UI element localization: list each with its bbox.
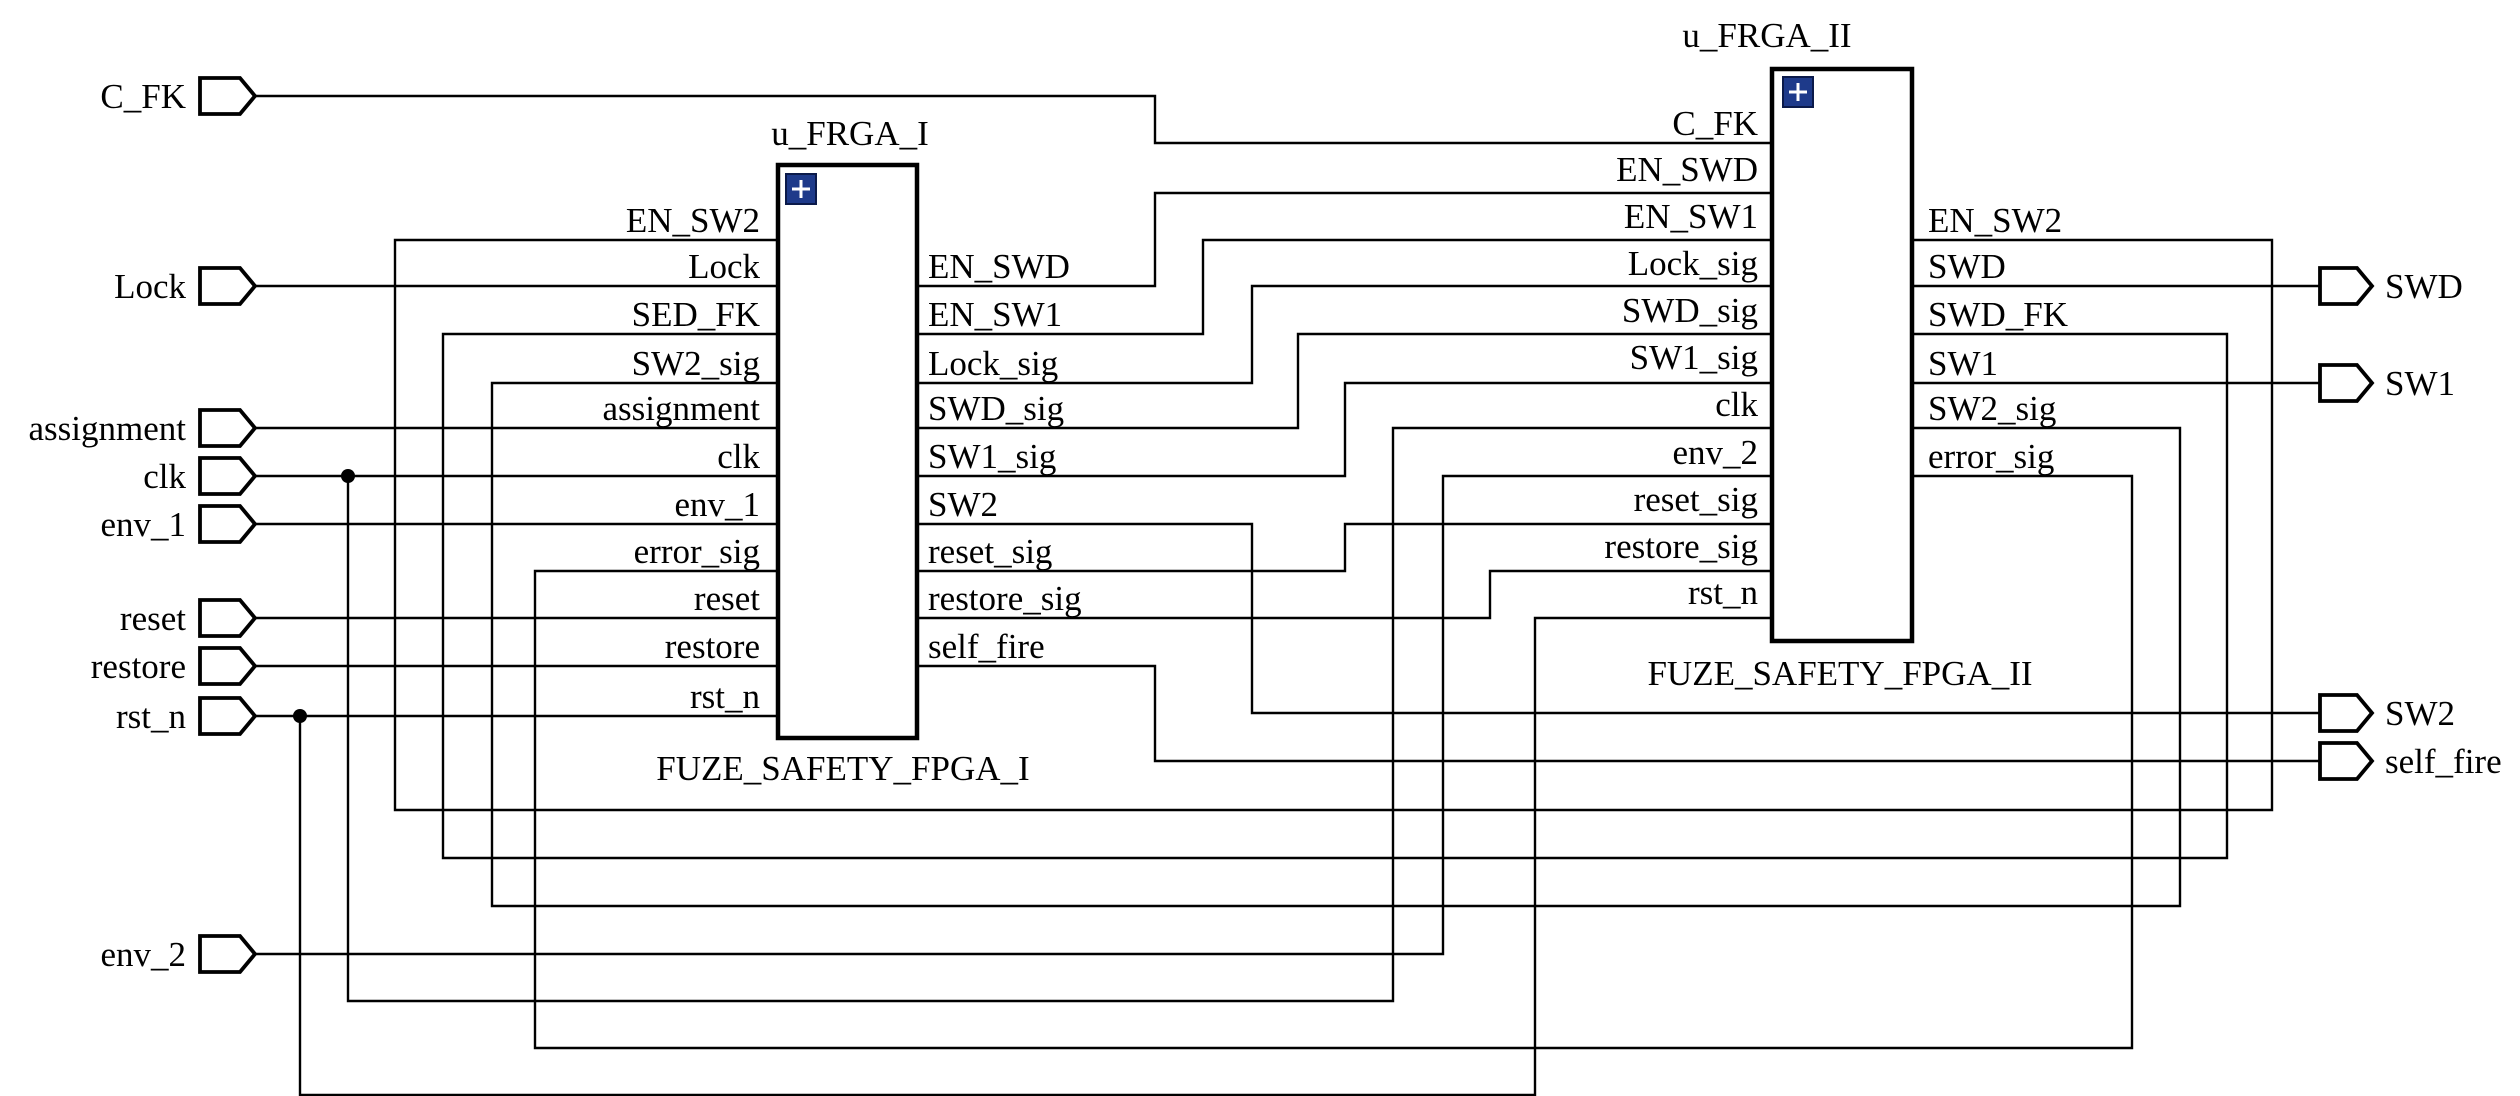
input-label-clk: clk bbox=[143, 457, 186, 496]
block1-pin-restore-sig: restore_sig bbox=[928, 579, 1082, 618]
input-port-assignment[interactable]: assignment bbox=[29, 408, 258, 448]
block1-pin-clk: clk bbox=[717, 437, 760, 476]
output-label-sw1: SW1 bbox=[2385, 364, 2455, 403]
block1-pin-assignment: assignment bbox=[603, 389, 761, 428]
input-port-restore[interactable]: restore bbox=[91, 646, 258, 686]
output-ports: SWD SW1 SW2 self_fire bbox=[2318, 266, 2502, 781]
block2-pin-sw2-sig: SW2_sig bbox=[1928, 389, 2056, 428]
input-port-reset[interactable]: reset bbox=[120, 598, 258, 638]
input-port-clk[interactable]: clk bbox=[143, 456, 258, 496]
wire-rst-n-branch bbox=[298, 616, 1797, 1096]
block1-body bbox=[775, 162, 920, 741]
block2-instance-name: u_FRGA_II bbox=[1682, 16, 1851, 55]
block1-expand-icon[interactable] bbox=[785, 173, 817, 205]
block2-pin-sw1: SW1 bbox=[1928, 344, 1998, 383]
wire-reset-sig bbox=[896, 522, 1797, 573]
block2-body bbox=[1769, 66, 1915, 644]
block2-pin-swd-fk: SWD_FK bbox=[1928, 295, 2068, 334]
output-label-self-fire: self_fire bbox=[2385, 742, 2502, 781]
block1-pin-lock: Lock bbox=[688, 247, 760, 286]
block2-pin-env-2: env_2 bbox=[1672, 433, 1758, 472]
wire-sw2-out bbox=[896, 522, 2320, 715]
input-label-c-fk: C_FK bbox=[100, 77, 186, 116]
wire-sw2-sig-feedback bbox=[490, 381, 2182, 908]
block1-pin-reset: reset bbox=[694, 579, 760, 618]
wire-c-fk bbox=[255, 94, 1797, 145]
block1-pin-rst-n: rst_n bbox=[690, 677, 760, 716]
block1-pin-sed-fk: SED_FK bbox=[632, 295, 760, 334]
block1-pin-en-swd: EN_SWD bbox=[928, 247, 1070, 286]
wire-clk-branch bbox=[346, 426, 1797, 1003]
junction-clk bbox=[341, 469, 355, 483]
block1-pin-lock-sig: Lock_sig bbox=[928, 344, 1058, 383]
block2-pin-en-sw1: EN_SW1 bbox=[1624, 197, 1758, 236]
input-label-rst-n: rst_n bbox=[116, 697, 186, 736]
block1-pin-restore: restore bbox=[665, 627, 760, 666]
input-port-env-2[interactable]: env_2 bbox=[100, 934, 258, 974]
block1-instance-name: u_FRGA_I bbox=[771, 114, 929, 153]
input-label-reset: reset bbox=[120, 599, 186, 638]
block1-pin-error-sig: error_sig bbox=[634, 532, 760, 571]
block1-pin-en-sw1: EN_SW1 bbox=[928, 295, 1062, 334]
wire-self-fire-out bbox=[896, 664, 2320, 763]
block2-pin-en-swd: EN_SWD bbox=[1616, 150, 1758, 189]
block2-pin-error-sig: error_sig bbox=[1928, 437, 2054, 476]
block2-pin-restore-sig: restore_sig bbox=[1604, 527, 1758, 566]
output-port-sw2[interactable]: SW2 bbox=[2318, 693, 2455, 733]
block2-pin-sw1-sig: SW1_sig bbox=[1630, 338, 1758, 377]
block1-pin-swd-sig: SWD_sig bbox=[928, 389, 1064, 428]
wire-en-sw1 bbox=[896, 238, 1797, 336]
output-port-sw1[interactable]: SW1 bbox=[2318, 363, 2455, 403]
wires bbox=[255, 94, 2320, 1096]
output-label-swd: SWD bbox=[2385, 267, 2463, 306]
block1-pin-sw2: SW2 bbox=[928, 485, 998, 524]
block2-pin-c-fk: C_FK bbox=[1672, 104, 1758, 143]
block2-pin-clk: clk bbox=[1715, 385, 1758, 424]
block2-pin-swd: SWD bbox=[1928, 247, 2006, 286]
block1-pin-sw1-sig: SW1_sig bbox=[928, 437, 1056, 476]
block1-pin-sw2-sig: SW2_sig bbox=[632, 344, 760, 383]
block2-pin-lock-sig: Lock_sig bbox=[1628, 244, 1758, 283]
input-label-env-1: env_1 bbox=[100, 505, 186, 544]
wire-error-sig-feedback bbox=[533, 474, 2134, 1050]
wire-env-2 bbox=[255, 474, 1797, 956]
block2-pin-rst-n: rst_n bbox=[1688, 573, 1758, 612]
input-port-c-fk[interactable]: C_FK bbox=[100, 76, 258, 116]
output-label-sw2: SW2 bbox=[2385, 694, 2455, 733]
input-port-rst-n[interactable]: rst_n bbox=[116, 696, 258, 736]
block2-pin-reset-sig: reset_sig bbox=[1634, 480, 1758, 519]
block-u-frga-ii[interactable]: u_FRGA_II FUZE_SAFETY_FPGA_II C_FK EN_SW… bbox=[1604, 16, 2068, 693]
block1-pin-en-sw2: EN_SW2 bbox=[626, 201, 760, 240]
block2-pin-swd-sig: SWD_sig bbox=[1622, 291, 1758, 330]
block1-module-name: FUZE_SAFETY_FPGA_I bbox=[656, 749, 1029, 788]
input-label-restore: restore bbox=[91, 647, 186, 686]
junction-rst-n bbox=[293, 709, 307, 723]
wire-swd-sig bbox=[896, 332, 1797, 430]
block2-pin-en-sw2: EN_SW2 bbox=[1928, 201, 2062, 240]
input-port-env-1[interactable]: env_1 bbox=[100, 504, 258, 544]
block-u-frga-i[interactable]: u_FRGA_I FUZE_SAFETY_FPGA_I EN_SW2 Lock … bbox=[603, 114, 1082, 788]
block1-pin-env-1: env_1 bbox=[674, 485, 760, 524]
input-label-assignment: assignment bbox=[29, 409, 187, 448]
wire-restore-sig bbox=[896, 569, 1797, 620]
wire-en-sw2-feedback bbox=[393, 238, 2274, 812]
input-port-lock[interactable]: Lock bbox=[114, 266, 258, 306]
output-port-swd[interactable]: SWD bbox=[2318, 266, 2463, 306]
block2-module-name: FUZE_SAFETY_FPGA_II bbox=[1647, 654, 2032, 693]
block1-pin-self-fire: self_fire bbox=[928, 627, 1045, 666]
block2-expand-icon[interactable] bbox=[1782, 76, 1814, 108]
input-label-env-2: env_2 bbox=[100, 935, 186, 974]
input-ports: C_FK Lock assignment clk env_1 reset res… bbox=[29, 76, 258, 974]
block1-pin-reset-sig: reset_sig bbox=[928, 532, 1052, 571]
wire-swd-fk-feedback bbox=[441, 332, 2229, 860]
input-label-lock: Lock bbox=[114, 267, 186, 306]
output-port-self-fire[interactable]: self_fire bbox=[2318, 741, 2502, 781]
wire-lock-sig bbox=[896, 284, 1797, 385]
wire-en-swd bbox=[896, 191, 1797, 288]
wire-sw1-sig bbox=[896, 381, 1797, 478]
